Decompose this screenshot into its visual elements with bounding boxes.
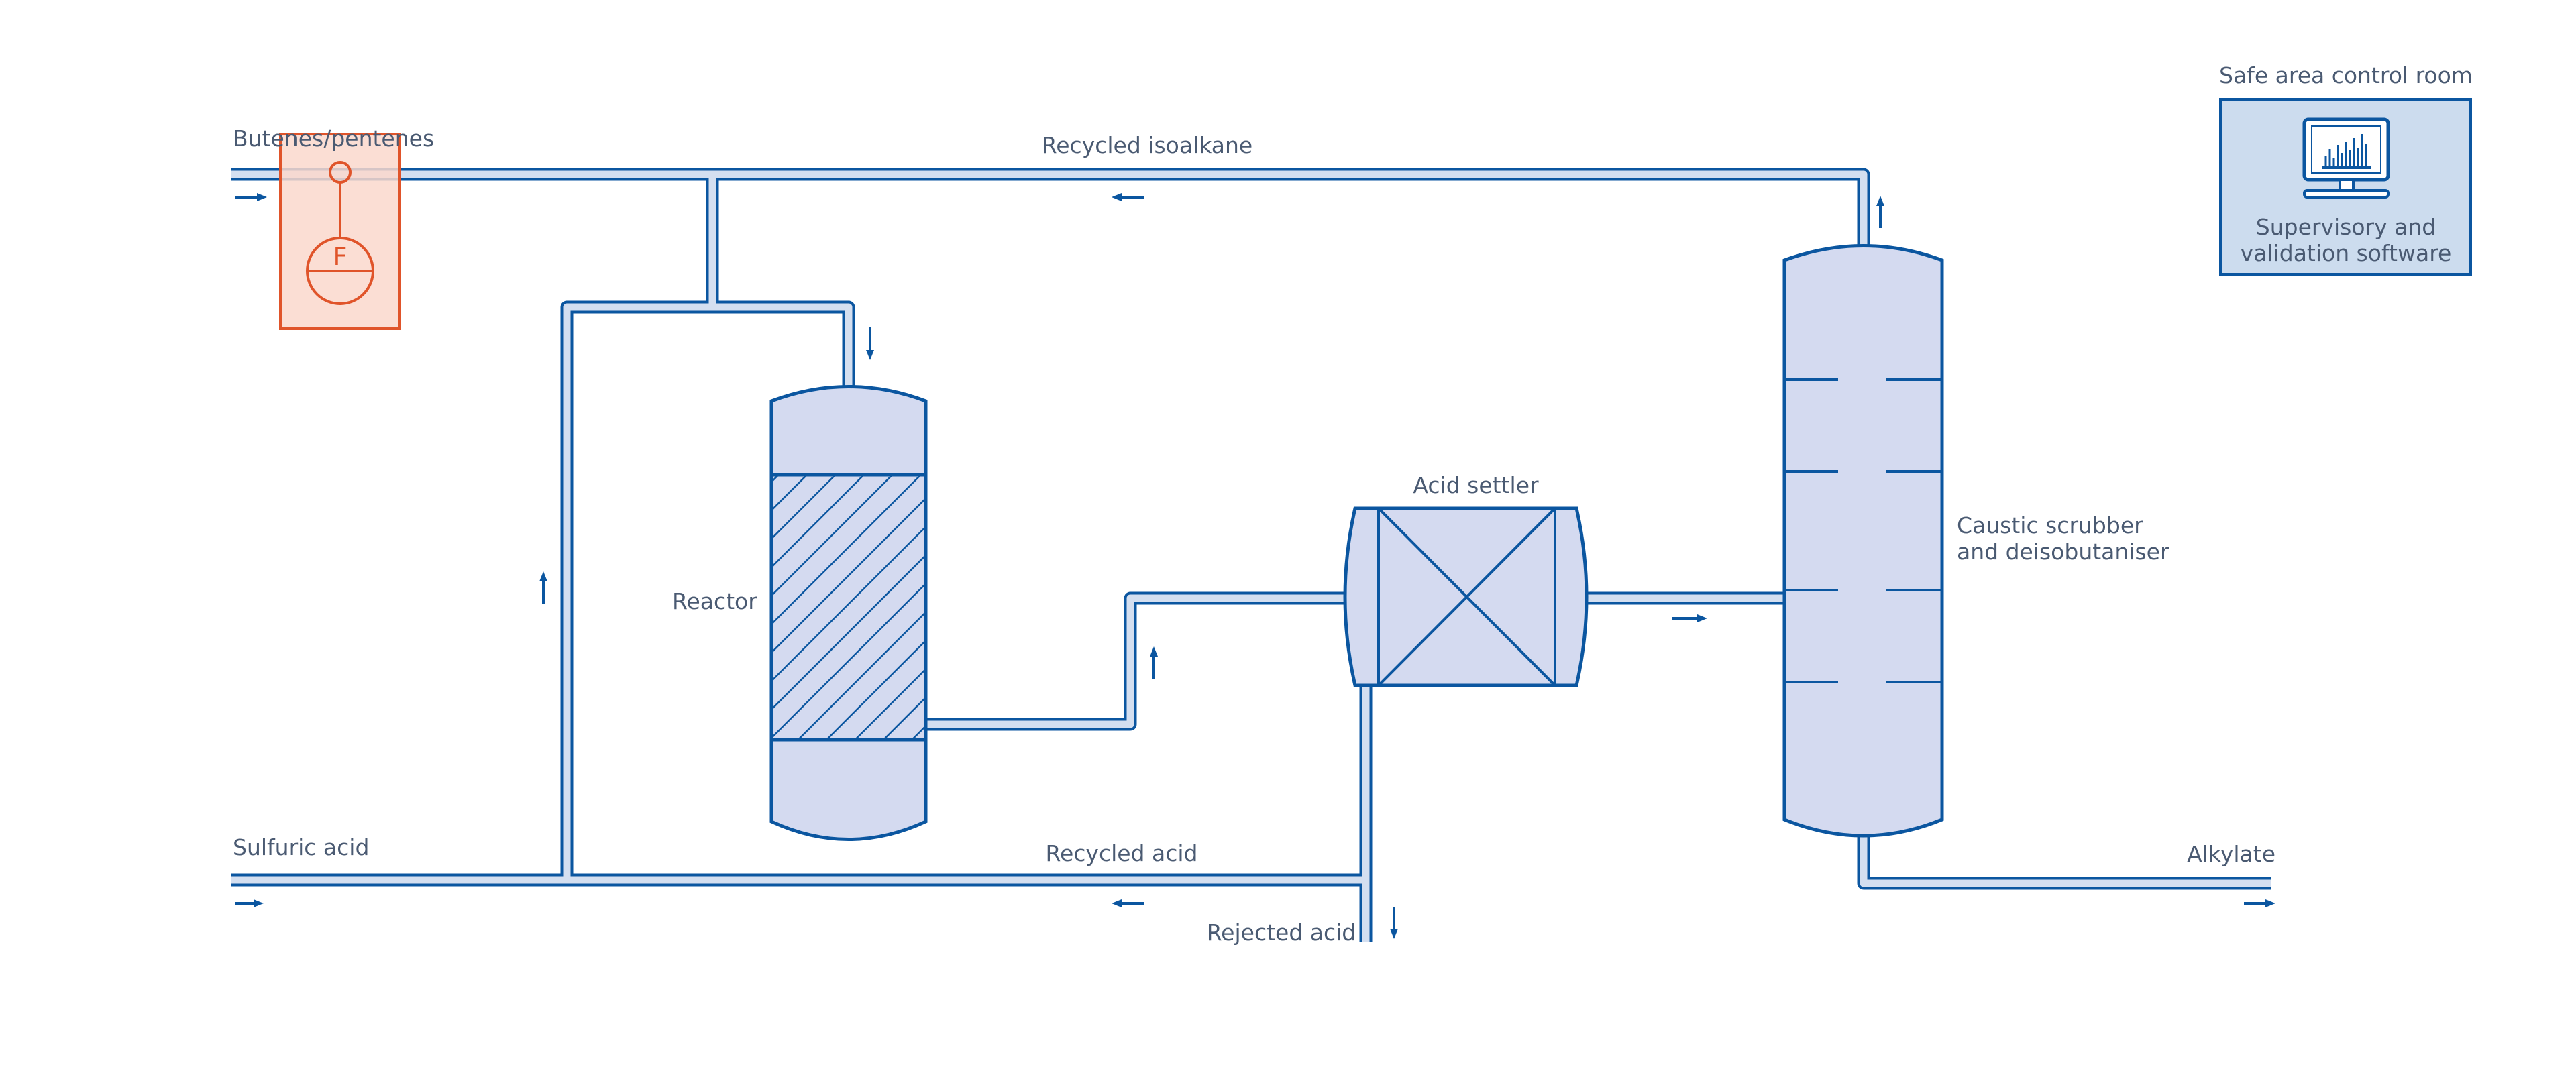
- flow-meter-icon: [279, 133, 401, 330]
- caustic-scrubber-column: [1782, 244, 1944, 838]
- label-alkylate: Alkylate: [2187, 841, 2275, 867]
- label-safe-area-control-room: Safe area control room: [2219, 62, 2473, 89]
- label-rejected-acid: Rejected acid: [1207, 919, 1356, 946]
- label-caustic-line1: Caustic scrubber: [1957, 512, 2143, 539]
- label-caustic-line2: and deisobutaniser: [1957, 539, 2169, 565]
- label-butenes-pentenes: Butenes/pentenes: [233, 125, 434, 152]
- label-sulfuric-acid: Sulfuric acid: [233, 834, 369, 860]
- reactor-vessel: [769, 385, 928, 841]
- pipes-fill: [231, 170, 2271, 942]
- monitor-chart-icon: [2302, 117, 2390, 199]
- label-reactor: Reactor: [672, 588, 757, 614]
- label-supervisory-line2: validation software: [2241, 240, 2452, 266]
- label-supervisory-line1: Supervisory and: [2256, 214, 2436, 240]
- label-recycled-acid: Recycled acid: [1046, 840, 1198, 866]
- label-recycled-isoalkane: Recycled isoalkane: [1042, 132, 1252, 158]
- flow-arrow-icon: [235, 193, 2275, 939]
- flow-meter-letter: F: [333, 243, 347, 271]
- acid-settler-vessel: [1343, 506, 1589, 687]
- label-acid-settler: Acid settler: [1413, 472, 1539, 498]
